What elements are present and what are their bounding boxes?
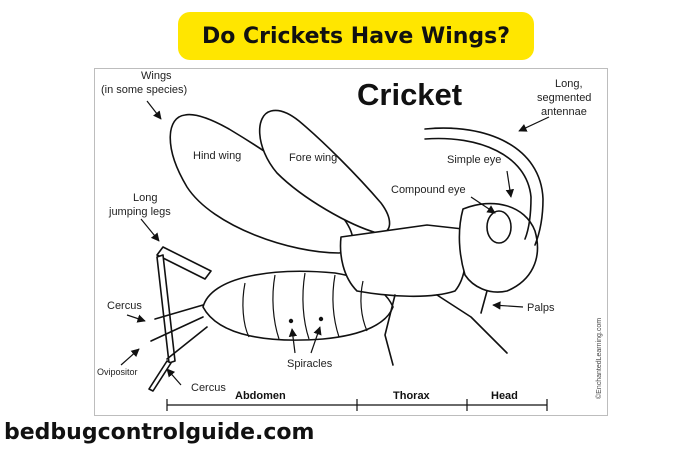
- label-hind-wing: Hind wing: [193, 150, 241, 162]
- compound-eye-shape: [486, 210, 512, 244]
- cercus-shape-bottom: [166, 326, 208, 360]
- head-shape: [458, 202, 539, 293]
- label-palps: Palps: [527, 302, 555, 314]
- cricket-diagram: Cricket: [94, 68, 608, 416]
- diagram-credit: ©EnchantedLearning.com: [595, 318, 603, 399]
- body-segment-bar: [166, 399, 548, 411]
- fore-wing-shape: [258, 109, 391, 234]
- front-leg-shape: [436, 294, 508, 354]
- label-simple-eye: Simple eye: [447, 154, 501, 166]
- hind-tibia-shape: [156, 254, 176, 364]
- banner-title: Do Crickets Have Wings?: [201, 23, 511, 49]
- wings-pointer: [146, 100, 162, 120]
- label-antennae-2: segmented: [537, 92, 591, 104]
- antennae-pointer: [518, 116, 550, 132]
- label-abdomen: Abdomen: [235, 390, 286, 402]
- cercus-bottom-pointer: [166, 368, 182, 386]
- spiracles-pointer-1: [288, 328, 298, 354]
- label-spiracles: Spiracles: [287, 358, 333, 370]
- spiracle-dots: [288, 316, 324, 324]
- label-thorax: Thorax: [393, 390, 431, 402]
- ovipositor-shape: [150, 316, 204, 342]
- thorax-shape: [339, 224, 467, 298]
- palp-shape: [480, 290, 488, 314]
- spiracles-pointer-2: [310, 326, 322, 354]
- label-cercus-top: Cercus: [107, 300, 142, 312]
- abdomen-shape: [202, 270, 394, 341]
- hind-leg-shape: [156, 246, 212, 280]
- title-banner: Do Crickets Have Wings?: [178, 12, 534, 60]
- ovipositor-pointer: [120, 348, 140, 366]
- cercus-top-pointer: [126, 314, 146, 323]
- label-fore-wing: Fore wing: [289, 152, 337, 164]
- site-url: bedbugcontrolguide.com: [4, 420, 315, 445]
- label-ovipositor: Ovipositor: [97, 367, 138, 377]
- compound-eye-pointer: [470, 196, 496, 214]
- antenna-shape-outer: [424, 127, 544, 246]
- label-wings-note: (in some species): [101, 84, 187, 96]
- label-legs-1: Long: [133, 192, 157, 204]
- cricket-illustration: Cricket: [97, 70, 603, 411]
- hind-tarsus-shape: [148, 360, 172, 392]
- label-antennae-1: Long,: [555, 78, 583, 90]
- abdomen-segments: [242, 272, 368, 340]
- diagram-title: Cricket: [357, 77, 462, 112]
- label-compound-eye: Compound eye: [391, 184, 466, 196]
- label-head: Head: [491, 390, 518, 402]
- middle-leg-shape: [384, 294, 396, 366]
- simple-eye-pointer: [505, 170, 515, 198]
- palps-pointer: [492, 301, 524, 310]
- label-cercus-bottom: Cercus: [191, 382, 226, 394]
- label-legs-2: jumping legs: [108, 206, 171, 218]
- label-antennae-3: antennae: [541, 106, 587, 118]
- label-wings: Wings: [141, 70, 172, 82]
- cercus-shape-top: [154, 304, 204, 320]
- legs-pointer: [140, 218, 160, 242]
- antenna-shape-inner: [424, 137, 532, 240]
